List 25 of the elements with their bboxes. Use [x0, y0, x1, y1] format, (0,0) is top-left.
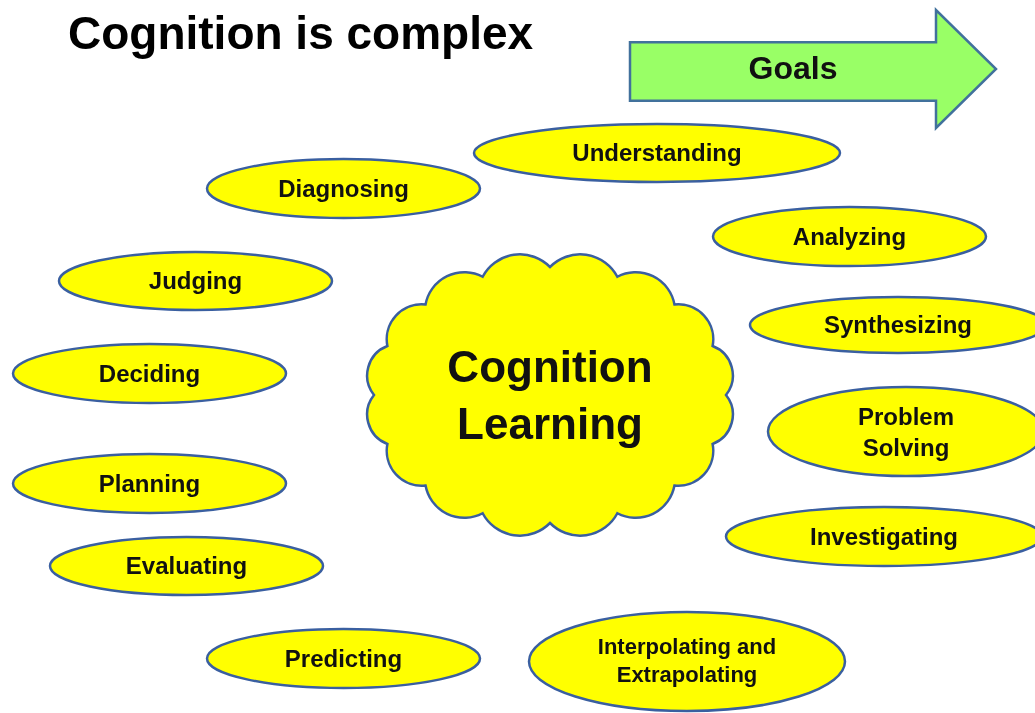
node-label: Investigating — [809, 521, 959, 552]
node-label: Synthesizing — [823, 310, 973, 341]
node-label: Predicting — [283, 643, 404, 674]
oval-shape — [205, 157, 482, 220]
node-label: Diagnosing — [277, 173, 410, 204]
node-label: Cognition Learning — [446, 340, 654, 450]
oval-shape — [11, 452, 288, 515]
oval-shape — [472, 122, 842, 184]
title: Cognition is complex — [68, 6, 534, 60]
oval-shape — [527, 610, 847, 713]
node-label: Planning — [97, 468, 202, 499]
node-label: Analyzing — [791, 221, 908, 252]
oval-shape — [11, 342, 288, 405]
oval-shape — [711, 205, 988, 268]
oval-shape — [57, 250, 334, 312]
oval-shape — [205, 627, 482, 690]
node-label: Interpolating and Extrapolating — [596, 632, 778, 690]
node-label: Understanding — [571, 138, 743, 169]
node-label: Evaluating — [124, 551, 249, 582]
node-label: Deciding — [97, 358, 202, 389]
oval-shape — [48, 535, 325, 597]
arrow-shape — [628, 8, 998, 130]
node-label: Goals — [747, 49, 839, 89]
node-label: Judging — [147, 266, 244, 297]
node-label: Problem Solving — [857, 401, 955, 463]
